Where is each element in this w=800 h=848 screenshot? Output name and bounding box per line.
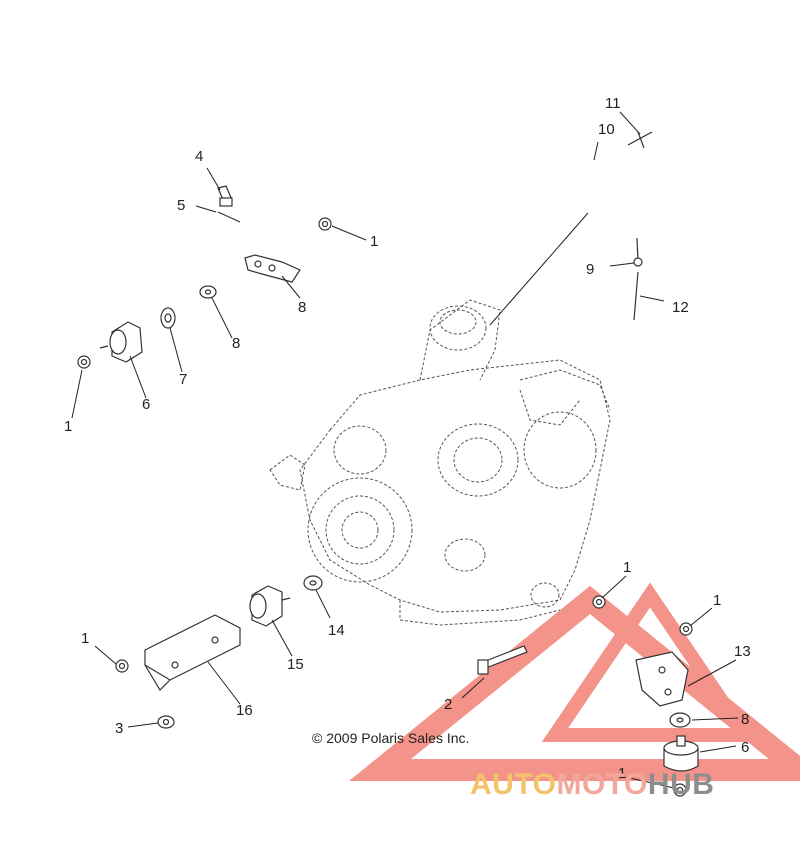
watermark-moto: MOTO [556,768,648,801]
vent-hose-lower [670,164,692,263]
callout-13: 12 [672,299,689,316]
vent-hose-11 [588,148,608,233]
watermark-hub: HUB [647,768,715,801]
callout-1-lower-left: 1 [81,630,89,647]
washer-15 [303,575,323,591]
leader-lines [71,111,739,789]
bracket-9 [244,254,301,283]
washer-5 [217,211,241,223]
callout-10: 9 [586,261,594,278]
vent-hose-upper [650,47,674,129]
callout-7: 7 [179,371,187,388]
bolt-2 [477,645,528,675]
callout-6-upper: 6 [142,396,150,413]
callout-15: 14 [328,622,345,639]
spacer-7 [160,307,176,329]
washer-8-upper [199,285,217,299]
bolt-3 [157,715,175,729]
nut-1-center [592,595,606,609]
callout-14: 13 [734,643,751,660]
callout-1-center: 1 [623,559,631,576]
watermark-auto: AUTO [470,768,557,801]
bracket-17 [144,614,241,691]
callout-1-right: 1 [713,592,721,609]
callout-11: 10 [598,121,615,138]
nut-1-left [77,355,91,369]
callout-16: 15 [287,656,304,673]
isolator-6-upper [99,321,143,363]
nut-1-lower-left [115,659,129,673]
callout-2: 2 [444,696,452,713]
bracket-14 [635,651,689,707]
callout-5: 5 [177,197,185,214]
callout-12: 11 [605,95,621,112]
clamp-10 [633,237,643,267]
watermark-triangles [348,582,800,781]
automotohub-watermark: AUTOMOTOHUB [470,768,714,802]
callout-3: 3 [115,720,123,737]
isolator-16 [249,585,291,627]
bolt-4 [217,185,233,207]
callout-1-upper: 1 [370,233,378,250]
engine-assembly [269,299,611,626]
washer-8-lower [669,712,691,728]
callout-1-bottom: 1 [618,765,626,782]
nut-1-upper [318,217,332,231]
callout-8-upper: 8 [232,335,240,352]
callout-labels: 10 11 9 12 4 5 1 8 8 7 6 1 14 15 16 1 3 … [64,95,751,782]
nut-1-bottom [673,783,687,797]
callout-6-lower: 6 [741,739,749,756]
isolator-6-lower [663,735,699,772]
tee-fitting-12 [627,131,653,149]
nut-1-right [679,622,693,636]
callout-8-lower: 8 [741,711,749,728]
vent-line-13 [633,271,639,321]
callout-17: 16 [236,702,253,719]
callout-9: 8 [298,299,306,316]
copyright-text: © 2009 Polaris Sales Inc. [312,730,470,746]
callout-4: 4 [195,148,203,165]
callout-1-left: 1 [64,418,72,435]
